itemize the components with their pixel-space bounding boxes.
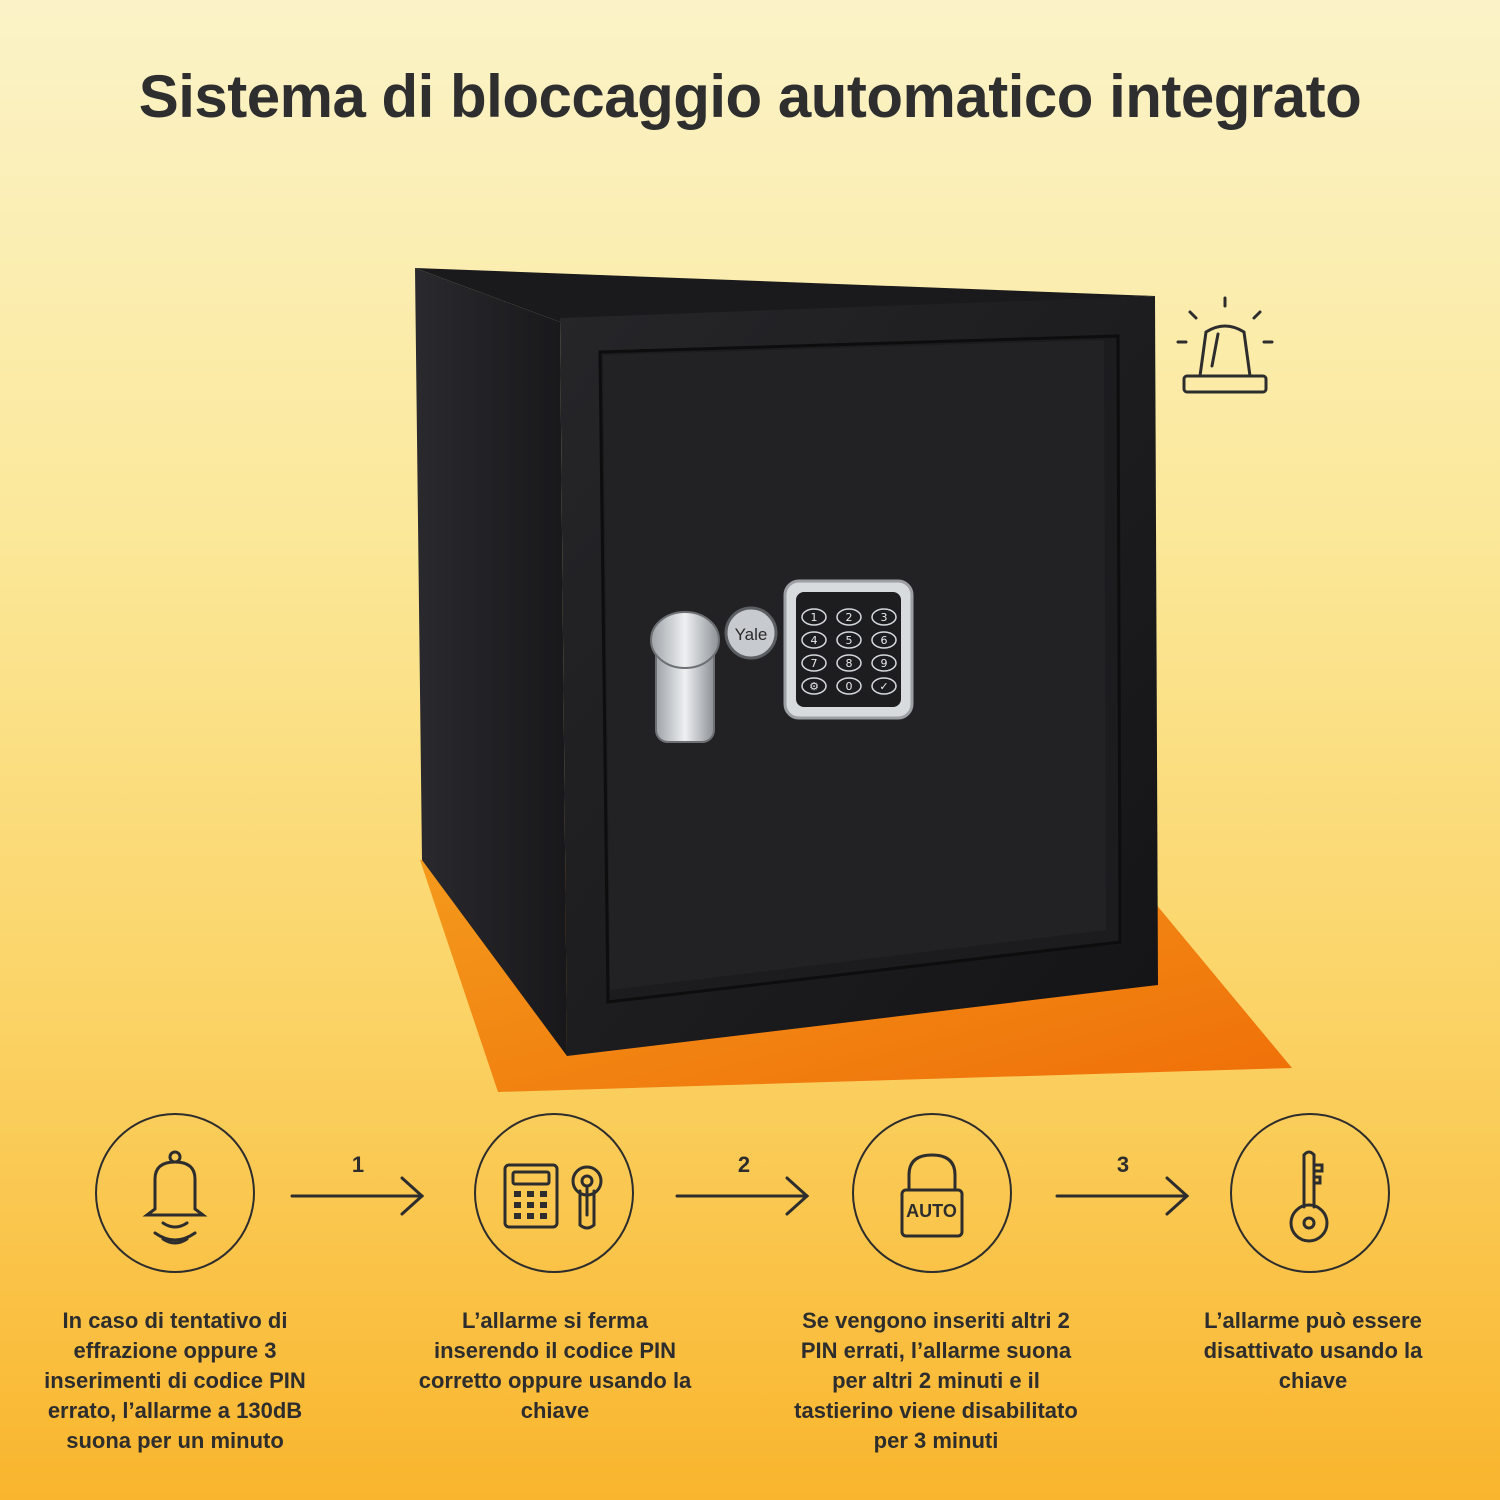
arrow-3 <box>1055 1176 1190 1216</box>
step-number-3: 3 <box>1116 1152 1130 1177</box>
keypad-key <box>801 654 827 672</box>
keypad-key <box>871 608 897 626</box>
key-icon <box>1289 1150 1329 1243</box>
keypad-key-label: ✓ <box>879 680 888 693</box>
keypad-key-label: 8 <box>846 657 853 670</box>
caption-step-2: L’allarme si ferma inserendo il codice P… <box>418 1308 692 1423</box>
keypad-key <box>836 608 862 626</box>
brand-logo-text: Yale <box>735 625 768 644</box>
caption-step-1: In caso di tentativo di effrazione oppur… <box>44 1308 306 1453</box>
arrow-2 <box>675 1176 810 1216</box>
keypad-key <box>836 631 862 649</box>
caption-step-4: L’allarme può essere disattivato usando … <box>1203 1308 1423 1393</box>
keypad-key-label: 9 <box>881 657 888 670</box>
bell-icon <box>142 1150 208 1245</box>
keypad-key-label: 7 <box>811 657 818 670</box>
keypad-key <box>801 677 827 695</box>
arrow-1 <box>290 1176 425 1216</box>
caption-step-3: Se vengono inseriti altri 2 PIN errati, … <box>794 1308 1078 1453</box>
keypad-key-label: 3 <box>881 611 888 624</box>
keypad-key-label: ⚙ <box>809 680 819 693</box>
keypad-key <box>801 608 827 626</box>
step-number-1: 1 <box>351 1152 365 1177</box>
keypad-key-label: 2 <box>846 611 853 624</box>
auto-label: AUTO <box>906 1201 957 1221</box>
padlock-icon <box>900 1153 964 1238</box>
step-number-2: 2 <box>737 1152 751 1177</box>
keypad-key <box>836 654 862 672</box>
keypad-key-label: 6 <box>881 634 888 647</box>
key-step <box>1230 1113 1390 1273</box>
keyhole-icon <box>571 1165 603 1230</box>
safe-keypad: 1 2 3 4 5 6 7 8 9 ⚙ 0 ✓ <box>783 579 914 720</box>
yale-badge: Yale <box>724 606 778 660</box>
keypad-key-label: 0 <box>846 680 853 693</box>
keypad-icon <box>503 1163 603 1230</box>
alarm-bell-step <box>95 1113 255 1273</box>
keypad-key <box>871 654 897 672</box>
keypad-key <box>836 677 862 695</box>
keypad-or-key-step <box>474 1113 634 1273</box>
keypad-key-label: 1 <box>811 611 818 624</box>
keypad-key <box>871 677 897 695</box>
keypad-key <box>871 631 897 649</box>
auto-lock-step: AUTO <box>852 1113 1012 1273</box>
safe-handle <box>650 611 720 743</box>
keypad-key-label: 5 <box>846 634 853 647</box>
keypad-key <box>801 631 827 649</box>
page-title: Sistema di bloccaggio automatico integra… <box>138 63 1362 130</box>
keypad-key-label: 4 <box>811 634 818 647</box>
alarm-beacon-icon <box>1176 296 1274 394</box>
